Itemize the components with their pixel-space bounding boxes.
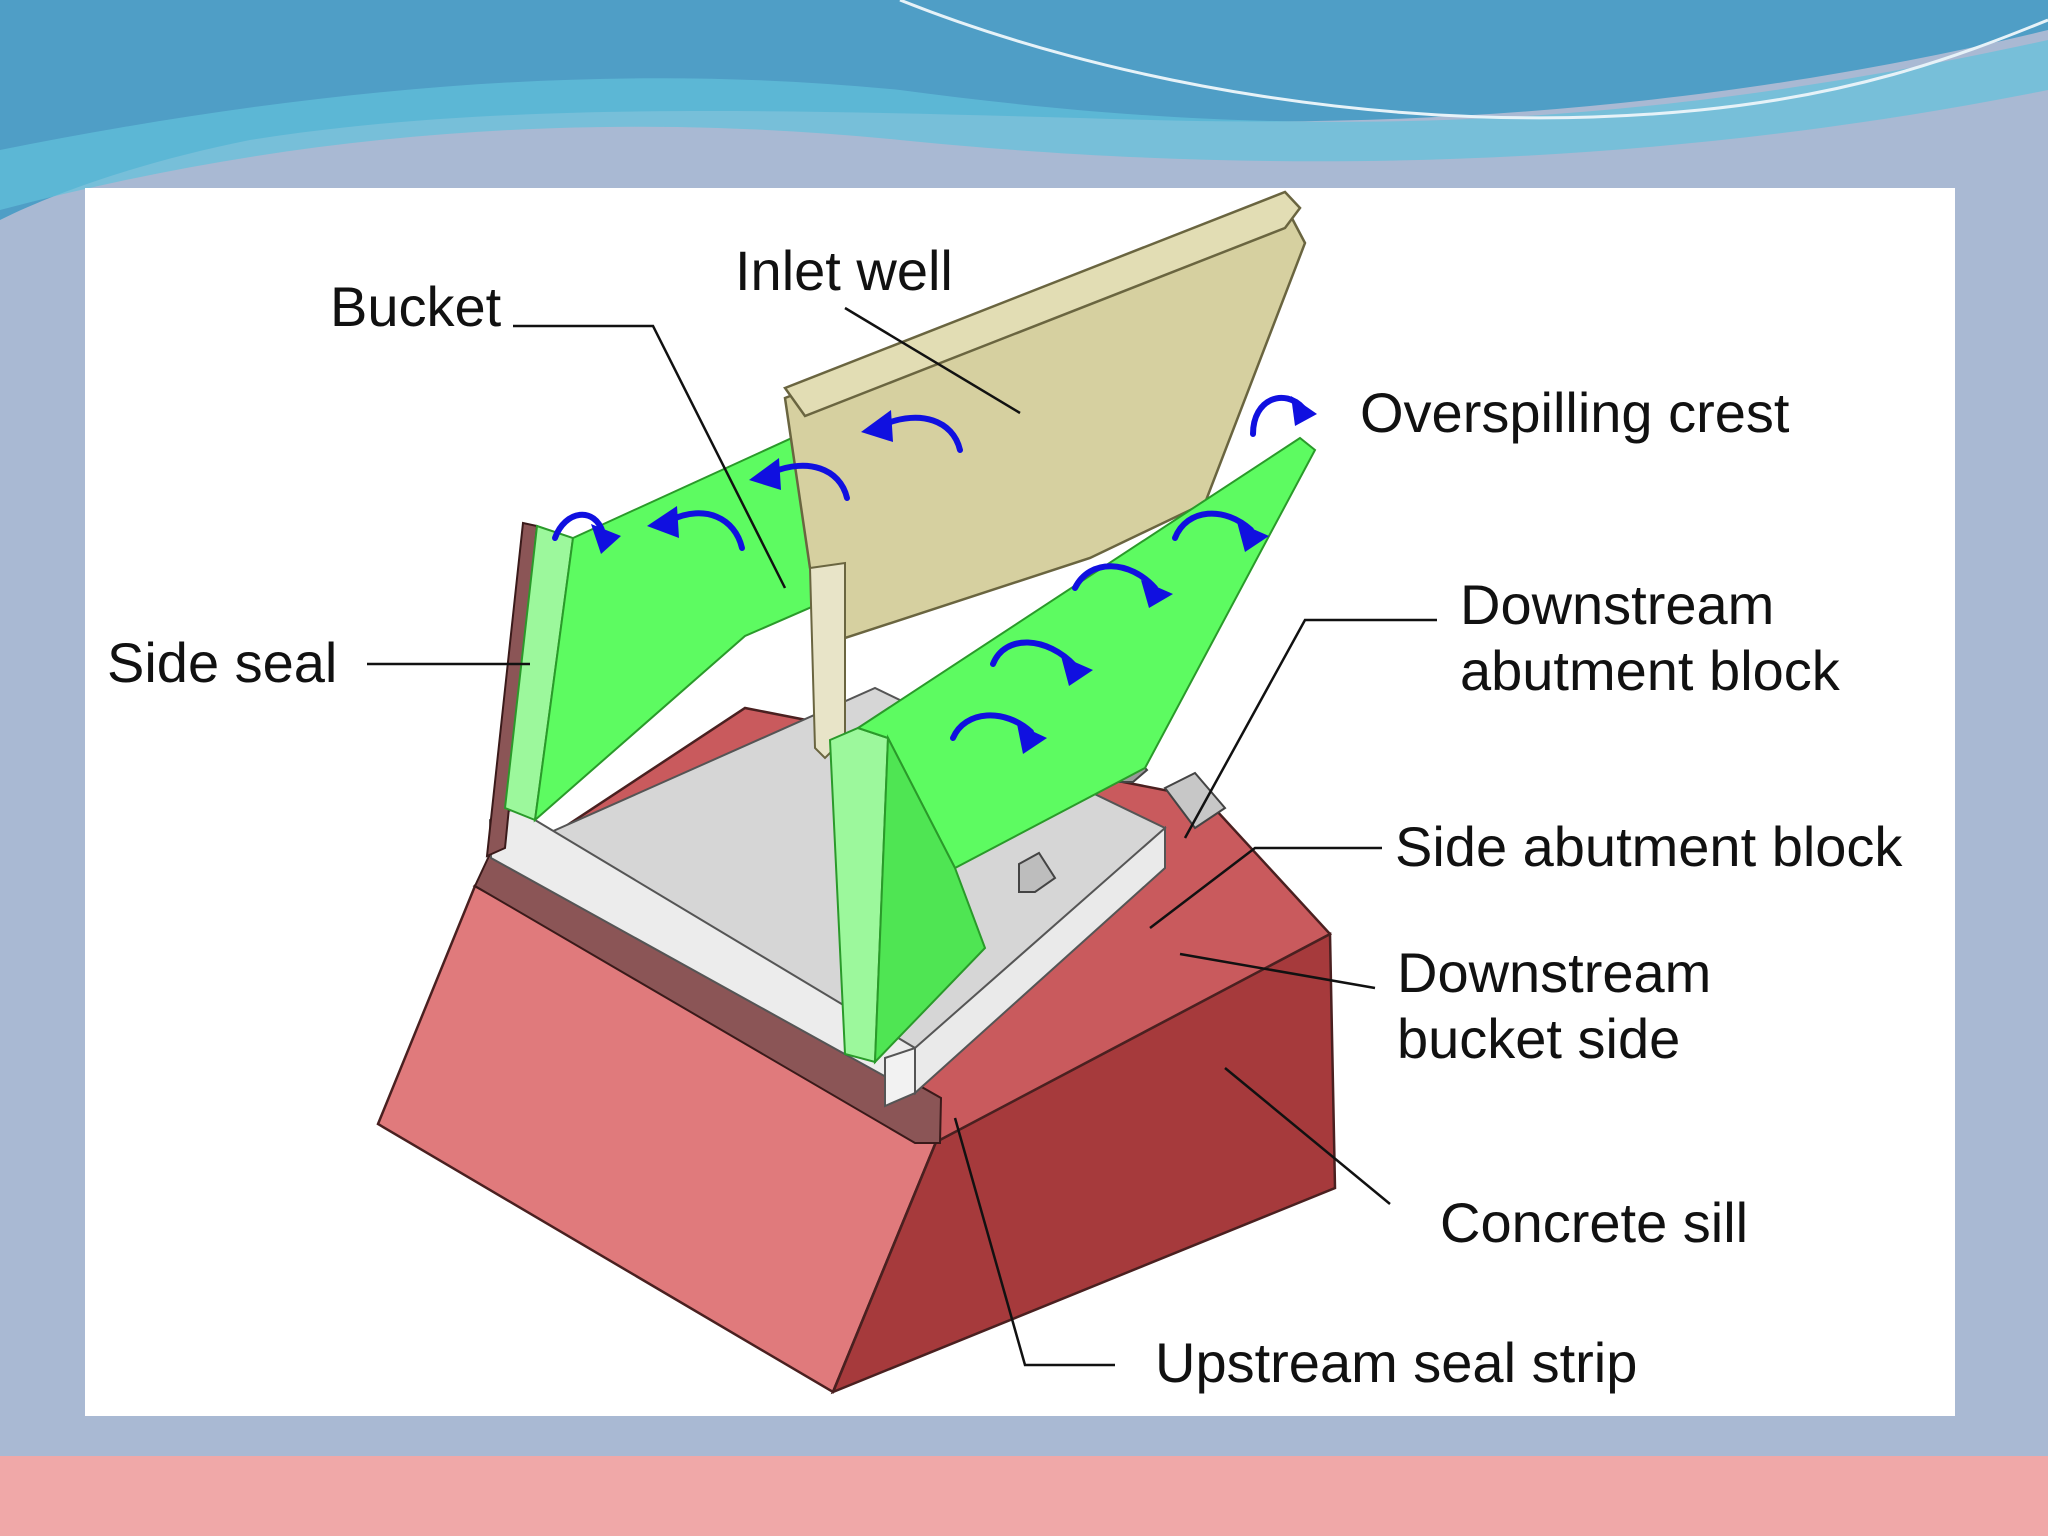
small-block-front: [1163, 771, 1227, 830]
inlet-well-lower-face: [808, 561, 846, 760]
label-overspilling-crest: Overspilling crest: [1360, 381, 1790, 444]
gate-diagram: Bucket Inlet well Overspilling crest Sid…: [107, 190, 1903, 1395]
label-concrete-sill: Concrete sill: [1440, 1191, 1748, 1254]
flow-arrow: [552, 511, 606, 541]
top-wave-highlight: [0, 40, 2048, 210]
flow-arrow-head: [1291, 396, 1317, 426]
flow-arrow-head: [1017, 724, 1047, 754]
flow-arrow-head: [861, 410, 893, 442]
flow-arrow: [950, 712, 1034, 741]
flow-arrow-head: [647, 506, 679, 538]
flow-arrow: [882, 414, 963, 453]
flow-arrow: [770, 462, 850, 501]
bucket-right-wall-lower: [873, 734, 987, 1065]
bottom-pink-band: [0, 1456, 2048, 1536]
inlet-well-crest: [783, 190, 1302, 418]
label-upstream-seal-strip: Upstream seal strip: [1155, 1331, 1637, 1394]
label-downstream-bucket-line1: Downstream: [1397, 941, 1711, 1004]
label-side-seal: Side seal: [107, 631, 337, 694]
label-inlet-well: Inlet well: [735, 239, 953, 302]
flow-arrow-head: [1141, 580, 1173, 608]
diagram-panel: Bucket Inlet well Overspilling crest Sid…: [85, 188, 1955, 1416]
label-downstream-bucket-side: Downstream bucket side: [1397, 941, 1727, 1070]
flow-arrow: [1172, 510, 1254, 541]
leader-lines: [367, 306, 1437, 1367]
flow-arrow: [1072, 563, 1158, 591]
flow-arrows: [552, 394, 1317, 754]
leader-concrete-sill: [1224, 1067, 1391, 1205]
label-side-abutment-block: Side abutment block: [1395, 815, 1903, 878]
flow-arrow: [668, 510, 745, 551]
top-wave-line: [899, 0, 2048, 120]
flow-arrow-head: [1237, 522, 1269, 552]
leader-downstream-bucket-side: [1179, 952, 1376, 990]
leader-side-abutment: [1149, 846, 1382, 929]
flow-arrow: [990, 639, 1078, 669]
label-downstream-bucket-line2: bucket side: [1397, 1007, 1680, 1070]
leader-inlet-well: [844, 306, 1021, 415]
bucket-floor-right-rim: [914, 825, 1166, 1096]
label-downstream-abutment-line2: abutment block: [1460, 639, 1841, 702]
downstream-abutment-block-shape: [1018, 851, 1057, 893]
flow-arrow-head: [1061, 656, 1093, 686]
inlet-well-shape: [783, 190, 1307, 760]
leader-bucket: [513, 324, 787, 589]
leader-downstream-abutment: [1183, 618, 1437, 839]
label-downstream-abutment-block: Downstream abutment block: [1460, 573, 1841, 702]
flow-arrow-head: [749, 458, 781, 490]
label-bucket: Bucket: [330, 275, 502, 338]
leader-upstream-seal: [953, 1117, 1115, 1367]
flow-arrow-head: [591, 524, 621, 554]
label-downstream-abutment-line1: Downstream: [1460, 573, 1774, 636]
side-seal-shape: [485, 521, 539, 858]
